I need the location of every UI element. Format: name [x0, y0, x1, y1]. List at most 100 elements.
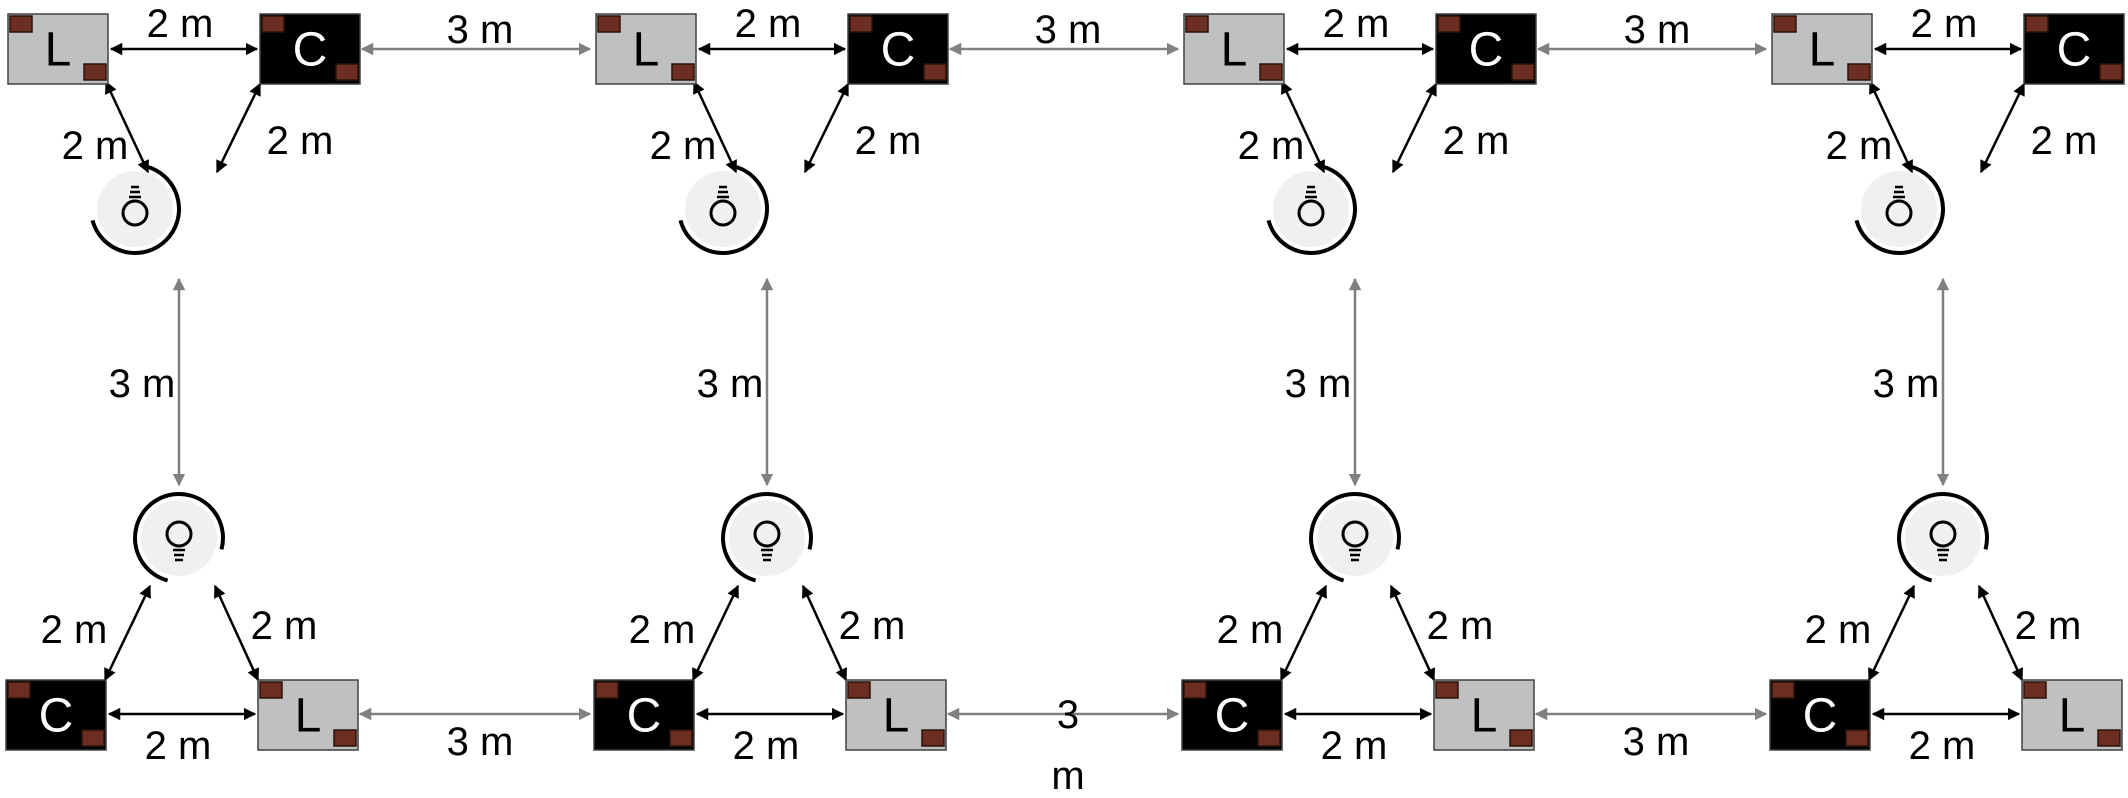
bulb-shade-arc	[90, 164, 181, 255]
bottom-bulb-4	[1897, 492, 1989, 583]
bulb-shade-arc	[1854, 164, 1945, 255]
box-corner-mark	[2099, 63, 2123, 81]
bottom-dist-cl-4: 2 m	[1909, 724, 1976, 768]
top-light-box-1: L	[7, 13, 109, 85]
box-corner-mark	[2025, 15, 2049, 33]
bottom-dist-c-bulb-4: 2 m	[1805, 608, 1872, 652]
box-corner-mark	[81, 729, 105, 747]
top-horizontal-dist-3: 3 m	[1624, 8, 1691, 52]
box-corner-mark	[671, 63, 695, 81]
bottom-bulb-2	[721, 492, 813, 583]
top-arrow-l-bulb-4	[1868, 80, 1914, 174]
top-light-box-4: L	[1771, 13, 1873, 85]
top-dist-c-bulb-4: 2 m	[2031, 119, 2098, 163]
box-corner-mark	[1847, 63, 1871, 81]
box-corner-mark	[9, 15, 33, 33]
box-corner-mark	[1437, 15, 1461, 33]
bottom-dist-cl-1: 2 m	[145, 724, 212, 768]
top-dist-lc-4: 2 m	[1911, 2, 1978, 46]
top-dist-lc-2: 2 m	[735, 2, 802, 46]
bulb-disc	[1861, 171, 1937, 247]
box-corner-mark	[921, 729, 945, 747]
light-box-label: L	[1809, 24, 1836, 77]
camera-box-label: C	[293, 24, 328, 77]
camera-box-label: C	[1469, 24, 1504, 77]
light-bulb-icon	[1341, 520, 1369, 562]
bottom-arrow-l-bulb-2	[801, 584, 848, 682]
box-corner-mark	[1845, 729, 1869, 747]
light-bulb-icon	[1885, 185, 1913, 227]
box-corner-mark	[1183, 681, 1207, 699]
box-corner-mark	[335, 63, 359, 81]
light-bulb-icon	[709, 185, 737, 227]
box-corner-mark	[261, 15, 285, 33]
bottom-arrow-c-bulb-1	[103, 584, 152, 682]
top-arrow-c-bulb-3	[1391, 82, 1438, 174]
bulb-shade-arc	[1309, 492, 1401, 583]
top-dist-lc-1: 2 m	[147, 2, 214, 46]
box-corner-mark	[597, 15, 621, 33]
camera-box-label: C	[2057, 24, 2092, 77]
bulb-disc	[729, 500, 805, 576]
bottom-dist-cl-3: 2 m	[1321, 724, 1388, 768]
box-corner-mark	[595, 681, 619, 699]
bottom-camera-box-1: C	[5, 679, 107, 751]
top-arrow-l-bulb-2	[692, 80, 738, 174]
vertical-dist-1: 3 m	[109, 362, 176, 406]
light-bulb-icon	[165, 520, 193, 562]
light-bulb-icon	[121, 185, 149, 227]
bulb-disc	[685, 171, 761, 247]
bottom-dist-c-bulb-1: 2 m	[41, 608, 108, 652]
bottom-horizontal-dist-2-line1: 3	[1057, 693, 1079, 737]
bottom-arrow-c-bulb-4	[1867, 584, 1916, 682]
light-box-label: L	[633, 24, 660, 77]
top-light-box-2: L	[595, 13, 697, 85]
bottom-light-box-1: L	[257, 679, 359, 751]
box-corner-mark	[1185, 15, 1209, 33]
bottom-dist-l-bulb-2: 2 m	[839, 604, 906, 648]
bottom-horizontal-dist-3: 3 m	[1623, 720, 1690, 764]
bulb-disc	[1317, 500, 1393, 576]
arrows-layer	[103, 42, 2026, 721]
light-bulb-icon	[753, 520, 781, 562]
bottom-arrow-l-bulb-1	[213, 584, 260, 682]
bottom-dist-c-bulb-2: 2 m	[629, 608, 696, 652]
light-box-label: L	[883, 690, 910, 743]
bottom-light-box-2: L	[845, 679, 947, 751]
box-corner-mark	[2023, 681, 2047, 699]
camera-box-label: C	[1215, 690, 1250, 743]
light-bulb-icon	[1297, 185, 1325, 227]
bottom-bulb-1	[133, 492, 225, 583]
top-bulb-2	[678, 164, 769, 255]
bottom-dist-c-bulb-3: 2 m	[1217, 608, 1284, 652]
camera-box-label: C	[1803, 690, 1838, 743]
top-dist-l-bulb-4: 2 m	[1826, 124, 1893, 168]
camera-box-label: C	[39, 690, 74, 743]
top-dist-l-bulb-1: 2 m	[62, 124, 129, 168]
top-arrow-c-bulb-2	[803, 82, 850, 174]
light-bulb-icon	[1929, 520, 1957, 562]
box-body	[2021, 679, 2123, 751]
top-camera-box-2: C	[847, 13, 949, 85]
bulb-shade-arc	[133, 492, 225, 583]
bottom-horizontal-dist-1: 3 m	[447, 720, 514, 764]
box-corner-mark	[1511, 63, 1535, 81]
top-arrow-c-bulb-1	[215, 82, 262, 174]
bulb-disc	[1273, 171, 1349, 247]
bottom-dist-l-bulb-1: 2 m	[251, 604, 318, 648]
top-dist-c-bulb-1: 2 m	[267, 119, 334, 163]
bottom-camera-box-4: C	[1769, 679, 1871, 751]
top-horizontal-dist-1: 3 m	[447, 8, 514, 52]
box-corner-mark	[1435, 681, 1459, 699]
light-box-label: L	[295, 690, 322, 743]
top-arrow-c-bulb-4	[1979, 82, 2026, 174]
camera-box-label: C	[627, 690, 662, 743]
bottom-camera-box-3: C	[1181, 679, 1283, 751]
bottom-arrow-l-bulb-4	[1977, 584, 2024, 682]
bulb-shade-arc	[1897, 492, 1989, 583]
light-box-label: L	[45, 24, 72, 77]
bulbs-layer	[90, 164, 1989, 583]
bottom-dist-l-bulb-3: 2 m	[1427, 604, 1494, 648]
vertical-dist-3: 3 m	[1285, 362, 1352, 406]
